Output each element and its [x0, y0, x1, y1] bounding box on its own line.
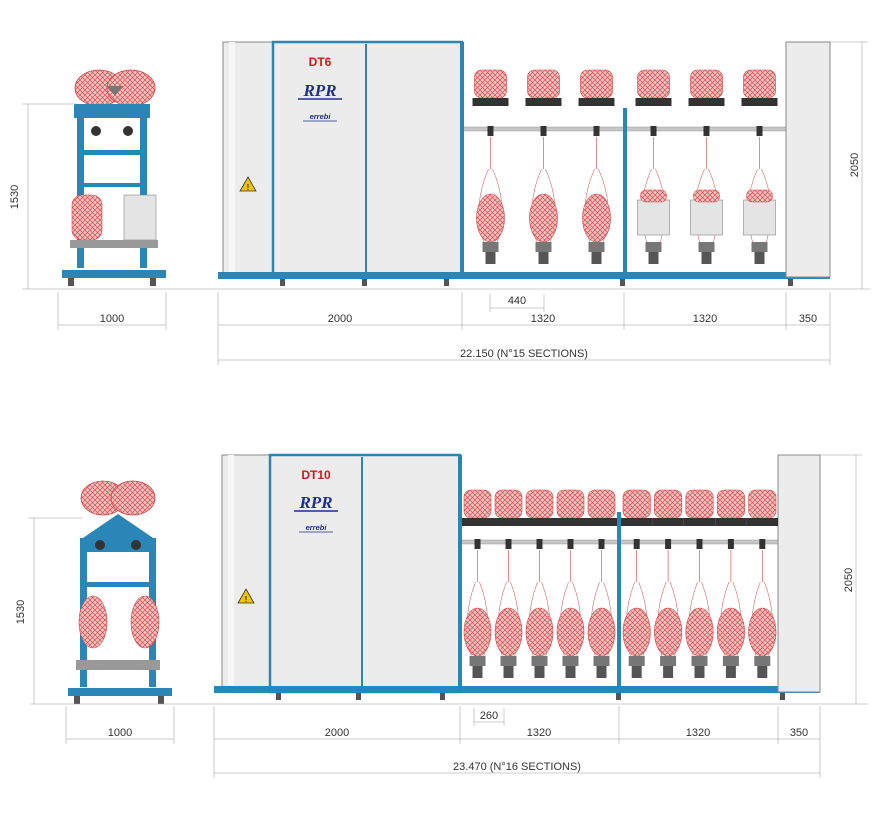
dt10-side-height: 1530: [15, 600, 27, 624]
spindle-unit: [715, 489, 747, 678]
dt6-segment-cabinet: 2000: [328, 313, 352, 325]
spindle-unit: [635, 69, 672, 264]
spindle-unit: [493, 489, 524, 678]
dt10-side-view: [68, 480, 172, 704]
spindle-unit: [683, 489, 716, 678]
dt10-spindle-pitch: 260: [480, 710, 498, 722]
dt6-side-height-dimension: 1530: [9, 103, 76, 289]
dt6-segment-section-2: 1320: [693, 313, 717, 325]
spindle-unit: [555, 489, 586, 678]
spindle-unit: [578, 69, 615, 264]
svg-text:!: !: [245, 595, 248, 604]
dt6-dimension-chain: 1000 2000 1320 1320 350 440 22.150 (N°15…: [57, 292, 831, 365]
spindle-unit: [462, 489, 493, 678]
dt6-front-view: !: [218, 40, 831, 286]
spindle-unit: [741, 69, 778, 264]
dt10-side-height-dimension: 1530: [15, 517, 82, 704]
dt6-brand-logo: RPR: [302, 81, 336, 100]
dt6-model-label: DT6: [309, 55, 332, 69]
dt6-segment-section-1: 1320: [531, 313, 555, 325]
dt6-front-height-dimension: 2050: [830, 41, 868, 289]
dt6-machine-drawing: ! DT6 RPR errebi: [9, 40, 870, 365]
spindle-unit: [621, 489, 653, 678]
dt6-front-height: 2050: [849, 153, 861, 177]
dt6-spindle-pitch: 440: [508, 295, 526, 307]
spindle-unit: [746, 489, 778, 678]
dt10-spindle-group: [462, 489, 778, 678]
spindle-unit: [688, 69, 725, 264]
dt10-dimension-chain: 1000 2000 1320 1320 350 260 23.470 (N°16…: [65, 706, 821, 778]
warning-icon: [239, 176, 257, 192]
warning-icon: [237, 588, 255, 604]
dt10-model-label: DT10: [301, 468, 331, 482]
dt6-spindle-group: [472, 69, 778, 264]
spindle-unit: [586, 489, 617, 678]
spindle-unit: [472, 69, 509, 264]
dt10-sub-brand: errebi: [306, 523, 328, 532]
dt10-brand-logo: RPR: [298, 493, 332, 512]
dt10-total-length: 23.470 (N°16 SECTIONS): [453, 761, 581, 773]
dt10-front-height-dimension: 2050: [820, 454, 862, 704]
dt6-segment-end: 350: [799, 313, 817, 325]
dt6-total-length: 22.150 (N°15 SECTIONS): [460, 348, 588, 360]
dt10-segment-cabinet: 2000: [325, 727, 349, 739]
dt6-side-height: 1530: [9, 185, 21, 209]
dt10-segment-section-2: 1320: [686, 727, 710, 739]
dt10-machine-drawing: ! DT10 RPR errebi: [15, 453, 868, 778]
dt6-sub-brand: errebi: [310, 112, 332, 121]
dt10-front-height: 2050: [843, 568, 855, 592]
spindle-unit: [524, 489, 555, 678]
dt10-side-width: 1000: [108, 727, 132, 739]
dt6-side-width: 1000: [100, 313, 124, 325]
spindle-unit: [525, 69, 562, 264]
dt6-side-view: [62, 69, 166, 286]
dt10-segment-section-1: 1320: [527, 727, 551, 739]
dt10-front-view: !: [214, 453, 821, 700]
dt10-segment-end: 350: [790, 727, 808, 739]
svg-text:!: !: [247, 183, 250, 192]
spindle-unit: [652, 489, 684, 678]
